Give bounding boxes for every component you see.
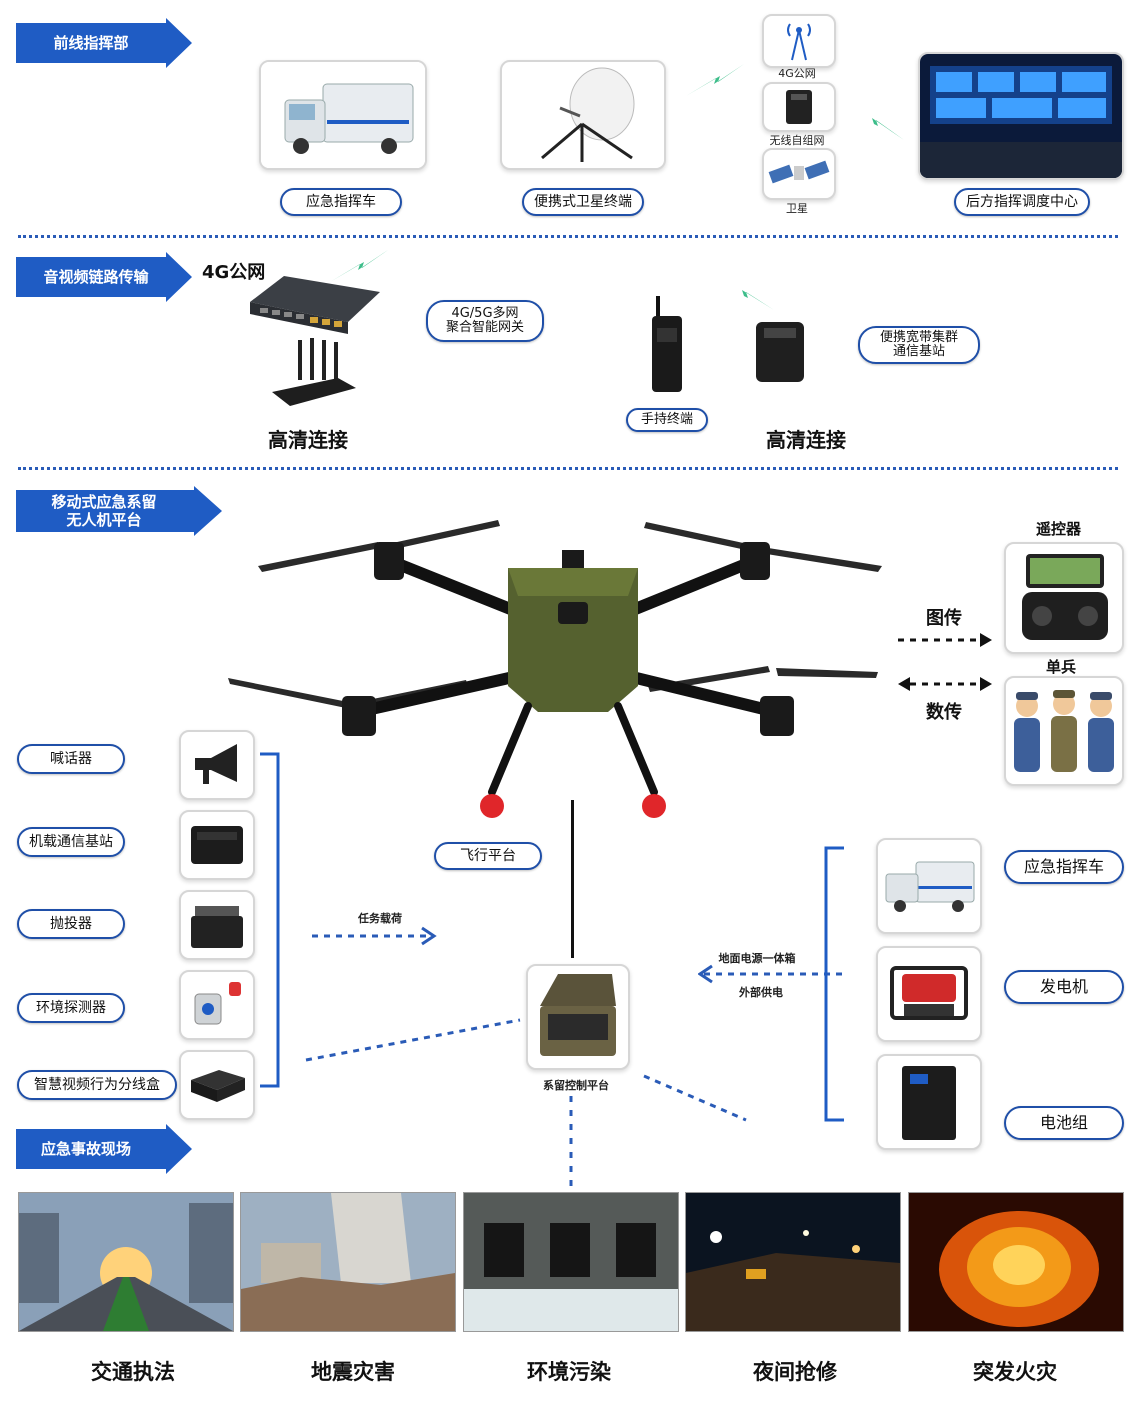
adhoc-network-image — [762, 82, 836, 132]
payload-item-dropper: 抛投器 — [17, 909, 125, 939]
link-icon-1 — [686, 64, 744, 96]
data-tx-label: 数传 — [926, 702, 962, 723]
section-title-frontline: 前线指挥部 — [53, 34, 129, 52]
video-box-image — [179, 1050, 255, 1120]
flight-platform-label: 飞行平台 — [434, 842, 542, 870]
section-banner-platform: 移动式应急系留 无人机平台 — [16, 486, 222, 536]
ground-vehicle-image — [876, 838, 982, 934]
satellite-image — [762, 148, 836, 200]
satellite-label: 卫星 — [786, 202, 808, 215]
right-item-vehicle: 应急指挥车 — [1004, 850, 1124, 884]
section-banner-frontline: 前线指挥部 — [16, 18, 192, 68]
env-detector-image — [179, 970, 255, 1040]
smart-gateway-label: 4G/5G多网 聚合智能网关 — [426, 300, 544, 342]
handheld-terminal-label: 手持终端 — [626, 408, 708, 432]
satellite-terminal-image — [500, 60, 666, 170]
soldier-image — [1004, 676, 1124, 786]
scene-label-traffic: 交通执法 — [91, 1360, 175, 1384]
payload-item-video-box: 智慧视频行为分线盒 — [17, 1070, 177, 1100]
battery-pack-image — [876, 1054, 982, 1150]
dotted-link-right — [643, 1074, 747, 1122]
payload-arrow-label: 任务载荷 — [358, 912, 402, 925]
data-tx-arrow — [898, 677, 992, 691]
router-image — [272, 338, 356, 406]
section-banner-scene: 应急事故现场 — [16, 1124, 192, 1174]
net-4g-label: 4G公网 — [778, 67, 816, 80]
hd-connection-label-right: 高清连接 — [766, 428, 846, 452]
scene-label-fire: 突发火灾 — [973, 1360, 1057, 1384]
net-4g-image — [762, 14, 836, 68]
airborne-base-station-image — [179, 810, 255, 880]
dotted-link-down — [569, 1096, 573, 1188]
remote-controller-title: 遥控器 — [1036, 520, 1082, 538]
image-tx-arrow — [898, 633, 992, 647]
right-bracket — [824, 846, 844, 1122]
soldier-title: 单兵 — [1046, 658, 1077, 676]
satellite-terminal-label: 便携式卫星终端 — [522, 188, 644, 216]
loudspeaker-image — [179, 730, 255, 800]
power-arrow — [698, 964, 844, 984]
payload-arrow — [312, 926, 437, 946]
section-title-scene: 应急事故现场 — [40, 1140, 131, 1158]
section-title-av-link: 音视频链路传输 — [43, 268, 149, 286]
scene-label-earthquake: 地震灾害 — [311, 1360, 395, 1384]
scene-image-earthquake — [240, 1192, 456, 1332]
payload-item-env-detector: 环境探测器 — [17, 993, 125, 1023]
adhoc-network-label: 无线自组网 — [769, 134, 825, 147]
ground-power-label: 地面电源一体箱 — [718, 952, 796, 965]
tether-control-label: 系留控制平台 — [543, 1079, 609, 1092]
right-item-battery: 电池组 — [1004, 1106, 1124, 1140]
divider-1 — [18, 235, 1118, 238]
base-station-label: 便携宽带集群 通信基站 — [858, 326, 980, 364]
scene-image-pollution — [463, 1192, 679, 1332]
scene-label-pollution: 环境污染 — [527, 1360, 611, 1384]
tether-control-image — [526, 964, 630, 1070]
scene-image-night-repair — [685, 1192, 901, 1332]
payload-item-loudspeaker: 喊话器 — [17, 744, 125, 774]
section-banner-av-link: 音视频链路传输 — [16, 252, 192, 302]
emergency-vehicle-image — [259, 60, 427, 170]
dotted-link-left — [305, 1018, 521, 1062]
image-tx-label: 图传 — [926, 608, 962, 629]
tethered-drone-image — [228, 520, 882, 818]
payload-item-airborne-base-station: 机载通信基站 — [17, 827, 125, 857]
scene-label-night-repair: 夜间抢修 — [753, 1360, 837, 1384]
dropper-image — [179, 890, 255, 960]
av-net-label: 4G公网 — [202, 262, 266, 283]
scene-image-fire — [908, 1192, 1124, 1332]
remote-controller-image — [1004, 542, 1124, 654]
link-icon-4 — [716, 282, 774, 310]
generator-image — [876, 946, 982, 1042]
external-power-label: 外部供电 — [739, 986, 783, 999]
emergency-vehicle-label: 应急指挥车 — [280, 188, 402, 216]
divider-2 — [18, 467, 1118, 470]
tether-cable — [571, 800, 574, 958]
right-item-generator: 发电机 — [1004, 970, 1124, 1004]
handheld-terminal-image — [652, 296, 682, 392]
left-bracket — [260, 752, 280, 1088]
rear-command-center-label: 后方指挥调度中心 — [954, 188, 1090, 216]
base-station-image — [756, 322, 804, 382]
rear-command-center-image — [918, 52, 1124, 180]
network-switch-image — [250, 276, 380, 334]
section-title-platform: 移动式应急系留 无人机平台 — [51, 493, 157, 529]
scene-image-traffic — [18, 1192, 234, 1332]
link-icon-2 — [846, 110, 904, 140]
hd-connection-label-left: 高清连接 — [268, 428, 348, 452]
